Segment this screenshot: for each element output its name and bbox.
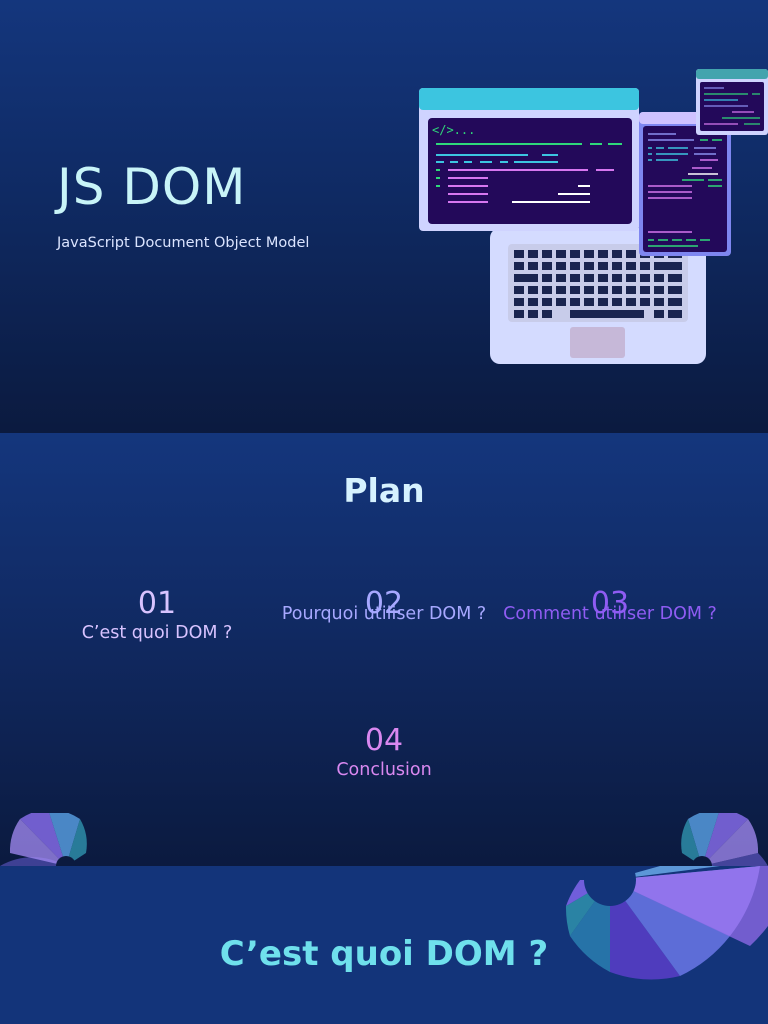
agenda-item-03[interactable]: 03 — [500, 586, 720, 622]
quarter-fan-decoration-right — [681, 813, 768, 866]
agenda-label: C’est quoi DOM ? — [81, 623, 233, 643]
agenda-item-03-label: Comment utiliser DOM ? — [500, 603, 720, 626]
agenda-label: Pourquoi utiliser DOM ? — [281, 604, 487, 624]
section-slide: C’est quoi DOM ? — [0, 866, 768, 1024]
agenda-item-02-label: Pourquoi utiliser DOM ? — [274, 603, 494, 626]
agenda-number: 02 — [364, 586, 404, 621]
agenda-label: Conclusion — [336, 760, 432, 780]
plan-title: Plan — [343, 471, 425, 510]
section-title: C’est quoi DOM ? — [219, 934, 549, 974]
agenda-slide: Plan 01 C’est quoi DOM ? 02 Pourquoi uti… — [0, 433, 768, 866]
quarter-fan-decoration-left — [0, 813, 87, 866]
agenda-item-02[interactable]: 02 — [274, 586, 494, 622]
title-slide: JS DOM JavaScript Document Object Model … — [0, 0, 768, 433]
laptop-code-illustration: </>... — [419, 69, 768, 364]
slide-title: JS DOM — [57, 158, 247, 216]
agenda-number: 01 — [137, 586, 177, 621]
agenda-item-04[interactable]: 04 Conclusion — [274, 723, 494, 782]
code-tag: </>... — [432, 123, 475, 137]
agenda-number: 03 — [590, 586, 630, 621]
agenda-item-01[interactable]: 01 C’est quoi DOM ? — [47, 586, 267, 645]
agenda-label: Comment utiliser DOM ? — [503, 604, 717, 624]
slide-subtitle: JavaScript Document Object Model — [57, 235, 310, 251]
agenda-number: 04 — [364, 723, 404, 758]
quarter-fan-decoration-large — [565, 866, 768, 980]
